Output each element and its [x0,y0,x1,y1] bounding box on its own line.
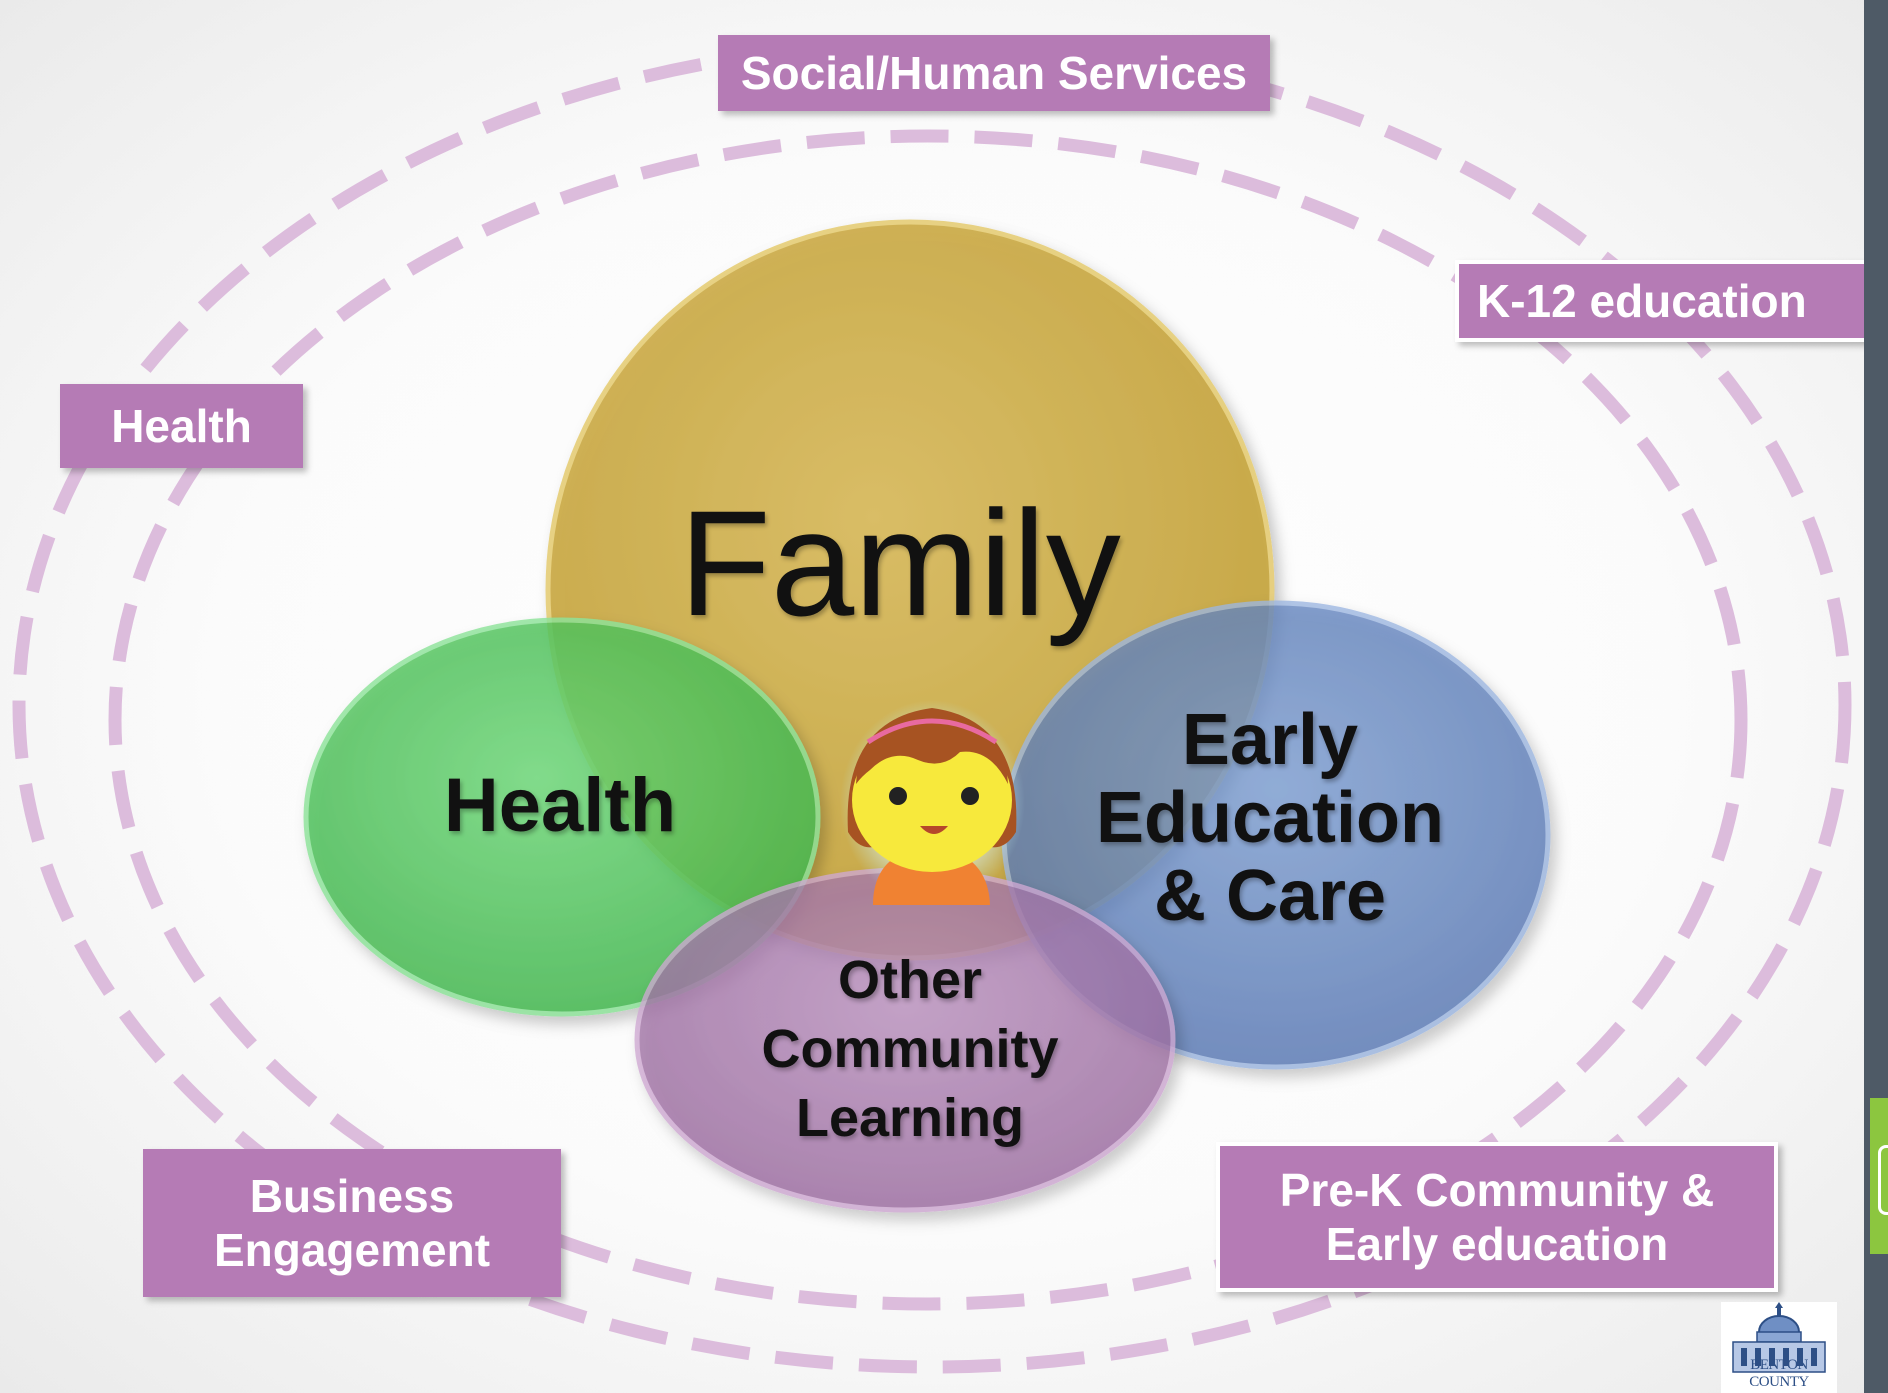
early-education-line-3: & Care [1153,855,1387,936]
logo-text: BENTON COUNTY [1749,1357,1809,1390]
tag-k12-education: K-12 education [1455,260,1873,342]
early-education-label: Early Education & Care [1060,700,1480,936]
courthouse-icon [1732,1302,1826,1373]
other-community-line-2: Community [761,1019,1059,1080]
business-line-2: Engagement [213,1224,491,1276]
inner-dashed-ring [108,129,1748,1311]
health-circle [303,617,821,1017]
business-line-1: Business [249,1169,455,1222]
family-label: Family [679,479,1121,647]
tag-health: Health [60,384,303,468]
prek-line-1: Pre-K Community & [1279,1163,1715,1216]
early-education-line-2: Education [1095,777,1444,858]
early-education-line-1: Early [1181,700,1359,780]
other-community-line-1: Other [837,950,983,1010]
health-circle-label: Health [443,763,677,848]
right-sidebar-notch [1878,1145,1888,1215]
tag-prek-community: Pre-K Community & Early education [1216,1142,1778,1292]
tag-social-human-services: Social/Human Services [718,35,1270,111]
other-community-line-3: Learning [795,1088,1025,1149]
girl-emoji-icon [840,700,1025,905]
benton-county-logo: BENTON COUNTY [1721,1302,1837,1393]
prek-line-2: Early education [1325,1218,1669,1270]
tag-business-engagement: Business Engagement [143,1149,561,1297]
other-community-label: Other Community Learning [720,946,1100,1153]
